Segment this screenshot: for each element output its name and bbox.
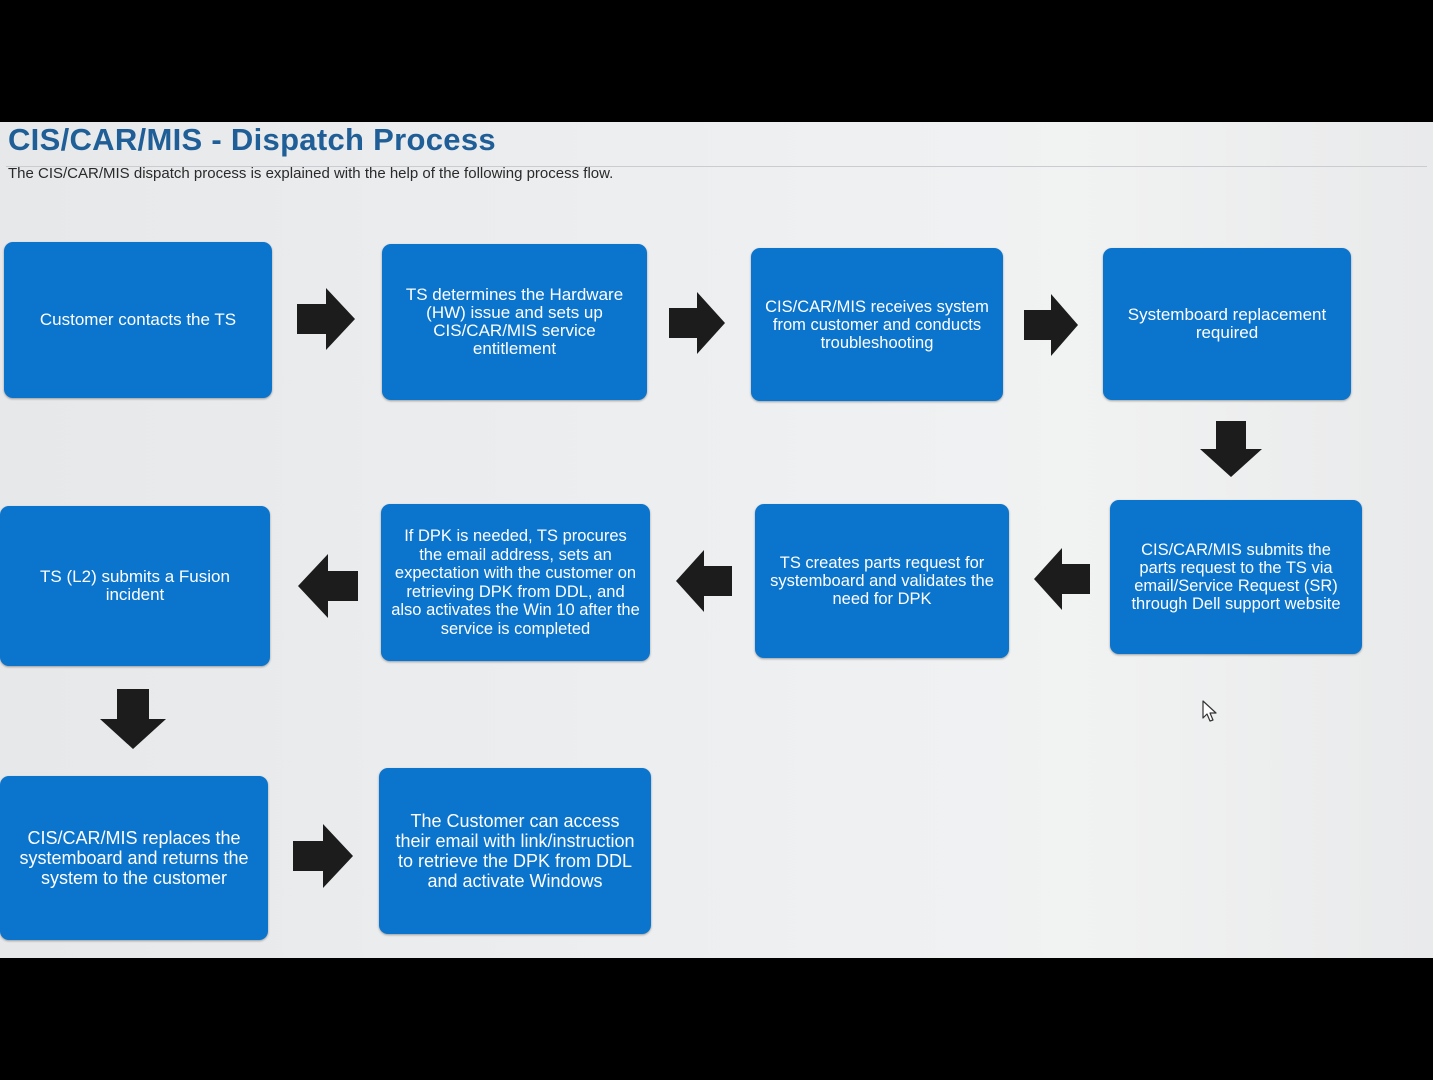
title-divider [6,166,1427,167]
step-label: Systemboard replacement required [1127,305,1327,342]
step-label: CIS/CAR/MIS replaces the systemboard and… [19,828,249,888]
step-submits-parts-request: CIS/CAR/MIS submits the parts request to… [1110,500,1362,654]
step-label: TS determines the Hardware (HW) issue an… [405,285,624,358]
step-label: TS (L2) submits a Fusion incident [40,567,230,604]
step-customer-access-email: The Customer can access their email with… [379,768,651,934]
down-arrow-icon [1200,421,1262,477]
step-label: Customer contacts the TS [39,310,237,329]
screen: CIS/CAR/MIS - Dispatch Process The CIS/C… [0,122,1433,958]
step-label: CIS/CAR/MIS receives system from custome… [765,297,989,352]
left-arrow-icon [298,554,358,618]
page-subtitle: The CIS/CAR/MIS dispatch process is expl… [8,165,614,182]
step-receives-system: CIS/CAR/MIS receives system from custome… [751,248,1003,401]
right-arrow-icon [1024,294,1078,356]
right-arrow-icon [297,288,355,350]
step-label: The Customer can access their email with… [395,811,635,891]
step-replaces-systemboard: CIS/CAR/MIS replaces the systemboard and… [0,776,268,940]
down-arrow-icon [100,689,166,749]
right-arrow-icon [669,292,725,354]
mouse-pointer-icon [1202,700,1218,729]
step-label: TS creates parts request for systemboard… [770,554,994,608]
step-customer-contacts-ts: Customer contacts the TS [4,242,272,398]
left-arrow-icon [1034,548,1090,610]
step-label: If DPK is needed, TS procures the email … [391,527,640,638]
step-label: CIS/CAR/MIS submits the parts request to… [1131,541,1341,613]
page-title: CIS/CAR/MIS - Dispatch Process [8,122,496,157]
step-ts-determines-hw-issue: TS determines the Hardware (HW) issue an… [382,244,647,400]
right-arrow-icon [293,824,353,888]
step-ts-l2-fusion-incident: TS (L2) submits a Fusion incident [0,506,270,666]
step-dpk-needed: If DPK is needed, TS procures the email … [381,504,650,661]
step-ts-creates-parts-request: TS creates parts request for systemboard… [755,504,1009,658]
step-systemboard-replacement: Systemboard replacement required [1103,248,1351,400]
left-arrow-icon [676,550,732,612]
